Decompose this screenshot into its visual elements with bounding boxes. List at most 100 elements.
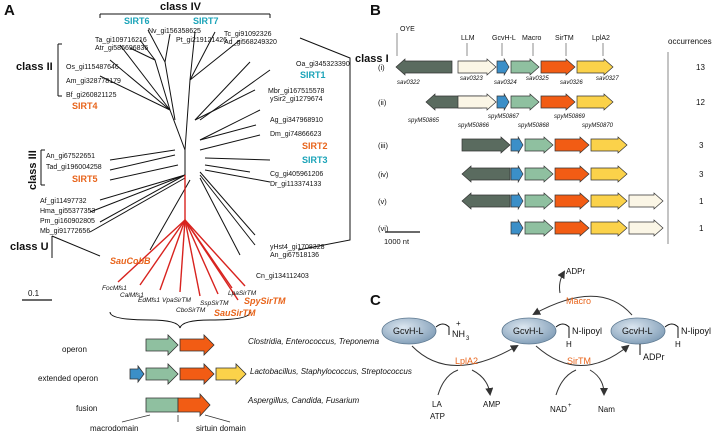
panel-a-letter: A	[4, 2, 15, 19]
sirt4-label: SIRT4	[72, 101, 98, 111]
spysirtm-label: SpySirTM	[244, 296, 286, 306]
gene-sav0323: sav0323	[460, 76, 483, 82]
gene-arrow-llm-row1	[457, 58, 497, 76]
leaf-ssp: SspSirTM	[200, 300, 229, 307]
leaf-lpa: LpaSirTM	[228, 290, 257, 297]
sirtm-arc-arrow	[535, 344, 630, 366]
gene-arrow-gcvh-row4	[510, 164, 524, 184]
plus-charge: +	[456, 319, 461, 328]
macro-arc-arrow	[532, 295, 633, 316]
amp-label: AMP	[483, 400, 500, 409]
gene-spym50865: spyM50865	[408, 118, 440, 124]
gene-sav0324: sav0324	[494, 80, 517, 86]
extended-gcvh-arrow	[129, 364, 145, 384]
gene-spym50870: spyM50870	[582, 123, 614, 129]
gene-arrow-oye-row1	[395, 58, 453, 76]
amp-out-arrow	[471, 369, 494, 396]
header-lpla2: LplA2	[592, 35, 610, 42]
row-label-iii: (iii)	[378, 141, 388, 150]
count-i: 13	[696, 63, 705, 72]
operon-sirtm-arrow	[179, 334, 215, 356]
gene-arrow-macro-row1	[510, 58, 540, 76]
gene-arrow-macro-row4	[524, 165, 554, 183]
gene-arrow-lpla2-row1	[576, 58, 614, 76]
leaf-mb: Mb_gi91772656	[40, 228, 90, 235]
gcvh-l-label-1: GcvH-L	[393, 326, 424, 336]
gene-spym50869: spyM50869	[554, 114, 586, 120]
leaf-an1: An_gi67522651	[46, 153, 95, 160]
gene-arrow-lpla2-row3	[590, 136, 628, 154]
saucobb-label: SauCobB	[110, 256, 151, 266]
extended-macro-arrow	[145, 363, 179, 385]
gene-sav0322: sav0322	[397, 80, 420, 86]
gene-arrow-sirtm-row2	[540, 93, 576, 111]
gene-spym50868: spyM50868	[518, 123, 550, 129]
gene-arrow-macro-row6	[524, 219, 554, 237]
gene-sav0325: sav0325	[526, 76, 549, 82]
gene-arrow-sirtm-row3	[554, 136, 590, 154]
gene-arrow-gcvh-row5	[510, 191, 524, 211]
row-label-vi: (vi)	[378, 224, 389, 233]
lpla2-arc-arrow	[411, 344, 519, 366]
header-oye: OYE	[400, 26, 415, 33]
leaf-af: Af_gi11497732	[40, 198, 87, 205]
row-label-iv: (iv)	[378, 170, 389, 179]
gene-sav0326: sav0326	[560, 80, 583, 86]
nh3-label: NH	[452, 329, 465, 339]
fusion-macro-block	[145, 397, 179, 413]
leaf-oa: Oa_gi345323390	[296, 61, 350, 68]
lipoyl-label-3: N-lipoyl	[681, 326, 711, 336]
leaf-nv: Nv_gi156358625	[148, 28, 201, 35]
nad-superscript: +	[568, 403, 572, 409]
sirtuin-domain-label: sirtuin domain	[196, 424, 246, 433]
leaf-foc: FocMfs1	[102, 285, 127, 292]
extended-sirtm-arrow	[179, 363, 215, 385]
fusion-species: Aspergillus, Candida, Fusarium	[247, 396, 359, 405]
gene-arrow-macro-row5	[524, 192, 554, 210]
adpr-release-arrow	[557, 270, 566, 294]
header-llm: LLM	[461, 35, 475, 42]
sirt5-label: SIRT5	[72, 174, 98, 184]
sirt6-label: SIRT6	[124, 16, 150, 26]
leaf-ed: EdMfs1	[138, 297, 160, 304]
gene-arrow-oye-row5	[461, 192, 511, 210]
leaf-dr: Dr_gi113374133	[270, 181, 321, 188]
leaf-dm: Dm_gi74866623	[270, 131, 321, 138]
header-sirtm: SirTM	[555, 35, 574, 42]
leaf-pm: Pm_gi160902805	[40, 218, 95, 225]
count-iv: 3	[699, 170, 704, 179]
sirt1-label: SIRT1	[300, 70, 326, 80]
gene-scale-label: 1000 nt	[384, 237, 410, 246]
gene-arrow-oye-row3	[461, 136, 511, 154]
h-label-3: H	[675, 340, 681, 349]
gene-arrow-llm-row6	[628, 219, 664, 237]
sirt3-label: SIRT3	[302, 155, 328, 165]
leaf-cal: CalMfs1	[120, 292, 144, 299]
row-label-v: (v)	[378, 197, 387, 206]
gcvh-l-node-2	[501, 317, 557, 345]
gene-arrow-llm-row5	[628, 192, 664, 210]
sirtm-red-clade	[117, 175, 246, 301]
gene-arrow-sirtm-row1	[540, 58, 576, 76]
leaf-cg: Cg_gi405961206	[270, 171, 323, 178]
panel-c-letter: C	[370, 292, 381, 309]
gene-arrow-lpla2-row4	[590, 165, 628, 183]
operon-macro-arrow	[145, 334, 179, 356]
gene-arrow-gcvh-row2	[496, 92, 510, 112]
leaf-ag: Ag_gi347968910	[270, 117, 323, 124]
class-iv-label: class IV	[160, 1, 202, 13]
header-macro: Macro	[522, 35, 542, 42]
gene-arrow-lpla2-row2	[576, 93, 614, 111]
leaf-mbr: Mbr_gi167515578	[268, 88, 325, 95]
sirtm-enzyme-label: SirTM	[567, 356, 591, 366]
leaf-os: Os_gi115487646	[66, 64, 119, 71]
amine-linker	[435, 323, 450, 335]
nh3-subscript: 3	[466, 336, 470, 342]
gene-arrow-lpla2-row5	[590, 192, 628, 210]
sirt7-label: SIRT7	[193, 16, 219, 26]
leaf-ta: Ta_gi109716216	[95, 37, 147, 44]
adpr-label: ADPr	[643, 352, 665, 362]
scale-label: 0.1	[28, 289, 40, 298]
fusion-row-label: fusion	[76, 404, 97, 413]
gene-sav0327: sav0327	[596, 76, 619, 82]
